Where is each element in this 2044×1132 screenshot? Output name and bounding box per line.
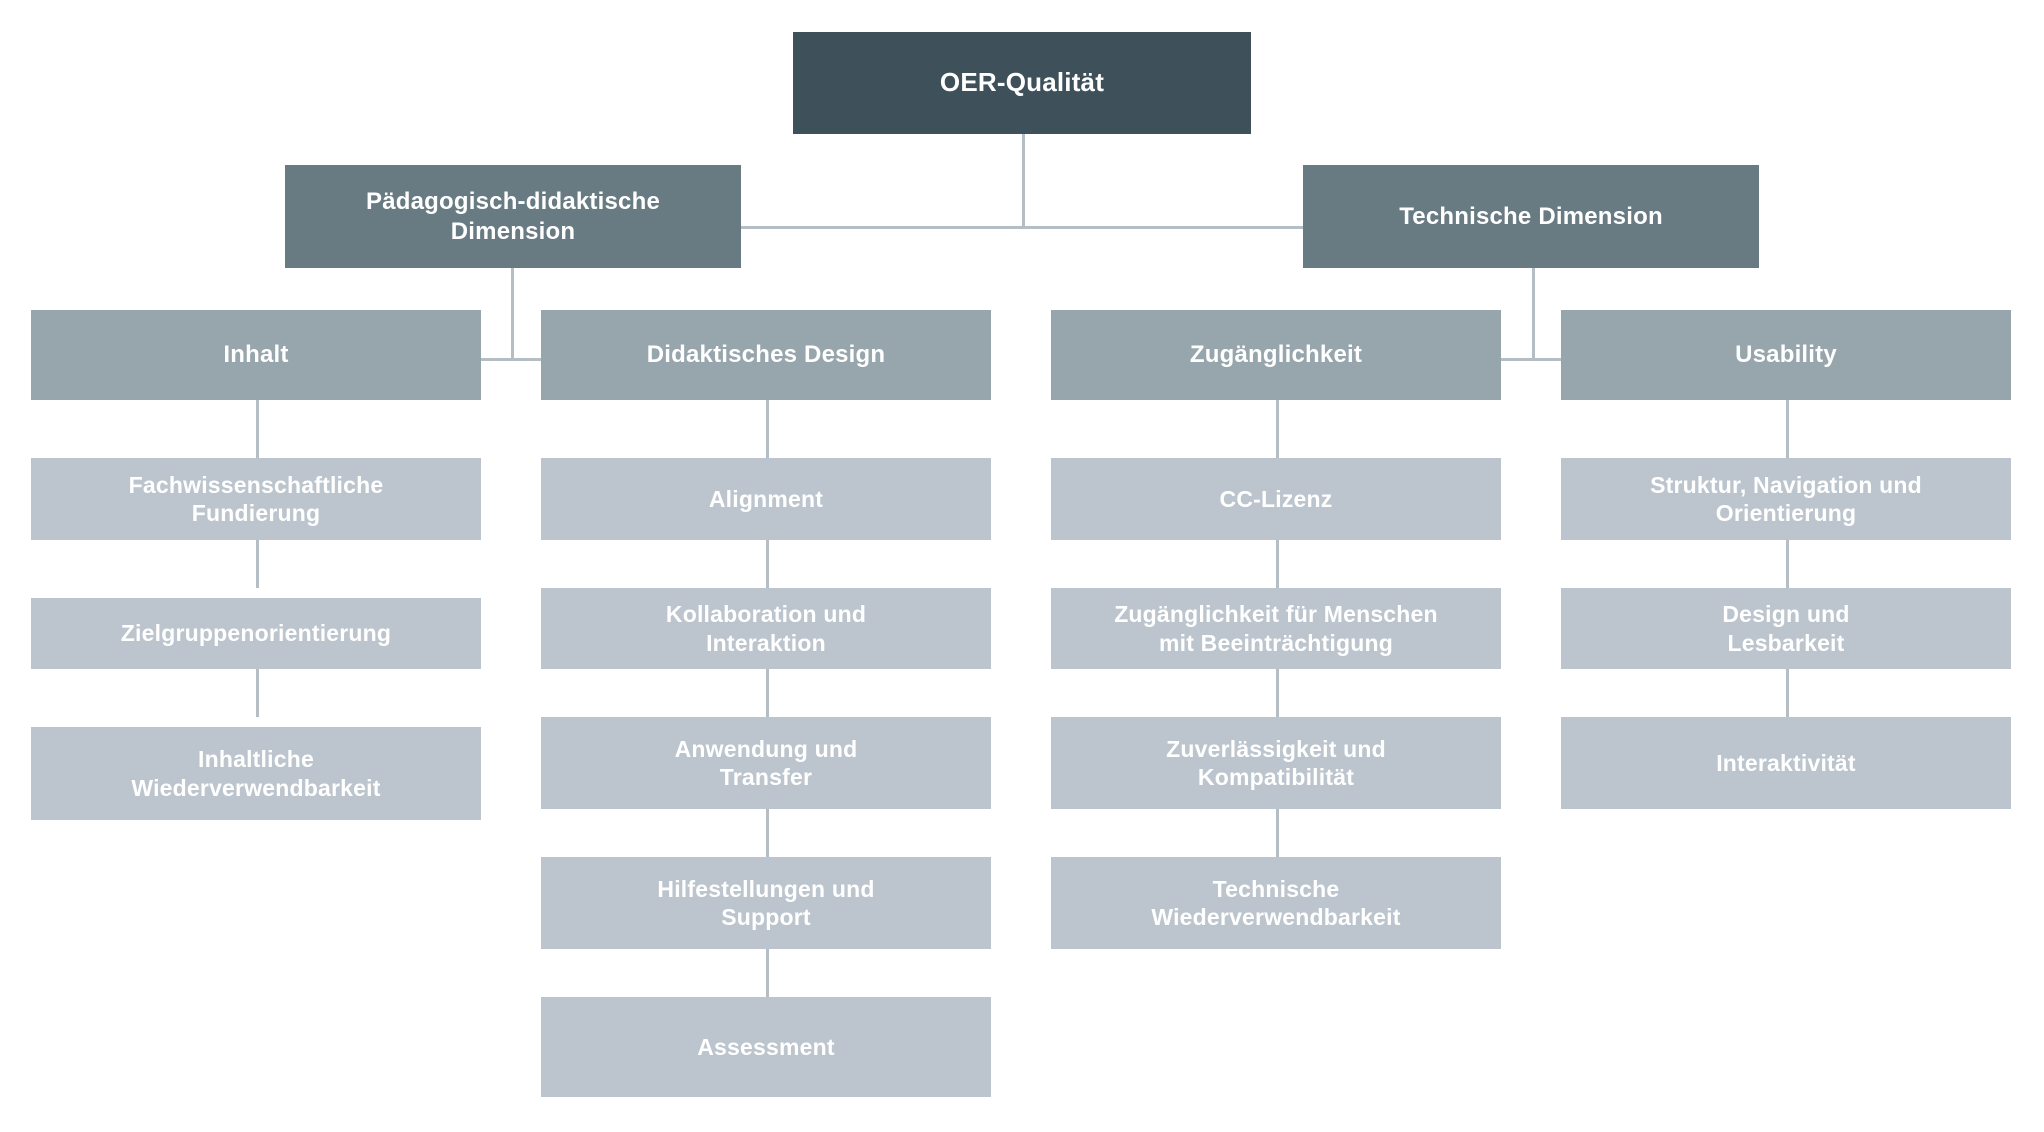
node-label: Struktur, Navigation und Orientierung xyxy=(1650,471,1922,526)
node-label: Technische Dimension xyxy=(1399,202,1663,230)
connector-c2-3 xyxy=(766,669,769,717)
node-label: Inhalt xyxy=(223,341,289,369)
connector-c4-1 xyxy=(1786,400,1789,458)
node-label: Zugänglichkeit für Menschen mit Beeinträ… xyxy=(1114,601,1438,656)
node-inhaltliche-wiederverwendbarkeit[interactable]: Inhaltliche Wiederverwendbarkeit xyxy=(31,727,481,820)
node-label: Interaktivität xyxy=(1716,749,1856,776)
connector-pedagogic-bar xyxy=(256,358,767,361)
connector-c1-1 xyxy=(256,400,259,458)
node-fachwissenschaftliche-fundierung[interactable]: Fachwissenschaftliche Fundierung xyxy=(31,458,481,540)
node-oer-qualitaet[interactable]: OER-Qualität xyxy=(793,32,1251,134)
node-technische-wiederverwendbarkeit[interactable]: Technische Wiederverwendbarkeit xyxy=(1051,857,1501,949)
connector-c3-3 xyxy=(1276,669,1279,717)
node-label: Didaktisches Design xyxy=(646,341,886,369)
node-label: Alignment xyxy=(708,485,824,512)
connector-root-stem xyxy=(1022,134,1025,228)
node-zielgruppenorientierung[interactable]: Zielgruppenorientierung xyxy=(31,598,481,669)
node-anwendung-und-transfer[interactable]: Anwendung und Transfer xyxy=(541,717,991,809)
connector-c4-2 xyxy=(1786,540,1789,588)
connector-c4-3 xyxy=(1786,669,1789,717)
node-label: Fachwissenschaftliche Fundierung xyxy=(128,471,384,526)
node-label: CC-Lizenz xyxy=(1219,485,1333,512)
node-label: Design und Lesbarkeit xyxy=(1722,601,1850,656)
node-hilfestellungen-und-support[interactable]: Hilfestellungen und Support xyxy=(541,857,991,949)
node-zuverlaessigkeit-und-kompatibilitaet[interactable]: Zuverlässigkeit und Kompatibilität xyxy=(1051,717,1501,809)
node-assessment[interactable]: Assessment xyxy=(541,997,991,1097)
node-label: Zugänglichkeit xyxy=(1189,341,1363,369)
connector-c2-4 xyxy=(766,809,769,857)
connector-c2-1 xyxy=(766,400,769,458)
node-zugaenglichkeit-fuer-menschen-mit-beeintraechtigung[interactable]: Zugänglichkeit für Menschen mit Beeinträ… xyxy=(1051,588,1501,669)
node-label: Assessment xyxy=(697,1033,835,1060)
node-label: Hilfestellungen und Support xyxy=(657,875,875,930)
node-usability[interactable]: Usability xyxy=(1561,310,2011,400)
node-label: Anwendung und Transfer xyxy=(674,735,858,790)
node-label: Technische Wiederverwendbarkeit xyxy=(1151,875,1401,930)
connector-c2-2 xyxy=(766,540,769,588)
node-kollaboration-und-interaktion[interactable]: Kollaboration und Interaktion xyxy=(541,588,991,669)
node-label: Pädagogisch-didaktische Dimension xyxy=(365,188,660,245)
node-label: Usability xyxy=(1735,341,1837,369)
node-interaktivitaet[interactable]: Interaktivität xyxy=(1561,717,2011,809)
node-label: Zuverlässigkeit und Kompatibilität xyxy=(1166,735,1386,790)
node-didaktisches-design[interactable]: Didaktisches Design xyxy=(541,310,991,400)
node-label: Kollaboration und Interaktion xyxy=(665,601,867,656)
node-label: OER-Qualität xyxy=(939,67,1105,98)
node-label: Zielgruppenorientierung xyxy=(120,620,392,647)
node-inhalt[interactable]: Inhalt xyxy=(31,310,481,400)
node-technische-dimension[interactable]: Technische Dimension xyxy=(1303,165,1759,268)
connector-c3-1 xyxy=(1276,400,1279,458)
connector-c1-2 xyxy=(256,540,259,588)
connector-c3-4 xyxy=(1276,809,1279,857)
connector-technical-bar xyxy=(1276,358,1787,361)
node-zugaenglichkeit[interactable]: Zugänglichkeit xyxy=(1051,310,1501,400)
node-struktur-navigation-und-orientierung[interactable]: Struktur, Navigation und Orientierung xyxy=(1561,458,2011,540)
connector-dimension-bar xyxy=(733,226,1317,229)
node-design-und-lesbarkeit[interactable]: Design und Lesbarkeit xyxy=(1561,588,2011,669)
node-label: Inhaltliche Wiederverwendbarkeit xyxy=(131,746,381,801)
node-cc-lizenz[interactable]: CC-Lizenz xyxy=(1051,458,1501,540)
connector-technical-stem xyxy=(1532,268,1535,360)
node-alignment[interactable]: Alignment xyxy=(541,458,991,540)
connector-c3-2 xyxy=(1276,540,1279,588)
connector-c1-3 xyxy=(256,669,259,717)
node-paedagogisch-didaktische-dimension[interactable]: Pädagogisch-didaktische Dimension xyxy=(285,165,741,268)
connector-c2-5 xyxy=(766,949,769,997)
connector-pedagogic-stem xyxy=(511,268,514,360)
